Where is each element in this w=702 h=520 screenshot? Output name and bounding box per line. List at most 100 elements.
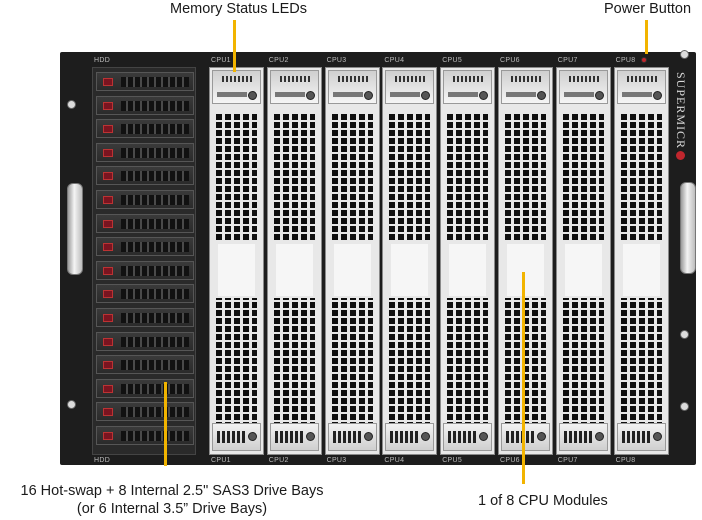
drive-status-led: [103, 266, 113, 275]
cpu-module[interactable]: [555, 67, 611, 455]
cpu-label-top: CPU2: [268, 57, 289, 64]
drive-bay[interactable]: [96, 166, 194, 186]
vent-grid-rows: [562, 112, 604, 240]
cpu-module-bottom-latch[interactable]: [501, 423, 550, 451]
cpu-module[interactable]: [498, 67, 553, 455]
latch-bar: [390, 92, 421, 97]
cpu-module-top-latch[interactable]: [501, 70, 550, 104]
vent-grid-rows: [389, 298, 431, 428]
latch-bar: [563, 92, 594, 97]
cpu-module-top-latch[interactable]: [616, 70, 666, 104]
drive-vent: [121, 77, 189, 87]
drive-bay[interactable]: [96, 308, 194, 327]
cpu-module-bottom-latch[interactable]: [558, 423, 608, 451]
drive-bay[interactable]: [96, 355, 194, 375]
mount-hole: [67, 400, 76, 409]
cpu-module[interactable]: [266, 67, 322, 455]
cpu-module-bottom-latch[interactable]: [443, 423, 493, 451]
drive-vent: [121, 218, 189, 229]
memory-status-leds: [453, 76, 484, 82]
cpu-module-top-latch[interactable]: [385, 70, 435, 104]
cpu-module[interactable]: [324, 67, 380, 455]
cpu-module[interactable]: [613, 67, 669, 455]
drive-vent: [121, 265, 189, 276]
left-handle: [67, 183, 83, 275]
drive-bays-label: 16 Hot-swap + 8 Internal 2.5" SAS3 Drive…: [2, 482, 342, 518]
drive-bays-label-line1: 16 Hot-swap + 8 Internal 2.5" SAS3 Drive…: [20, 483, 324, 499]
cpu-module-pull-area: [333, 244, 371, 296]
bottom-vent: [390, 431, 421, 443]
thumb-screw: [305, 432, 315, 441]
drive-bay[interactable]: [96, 119, 194, 139]
drive-status-led: [103, 78, 113, 86]
drive-bay[interactable]: [96, 72, 194, 91]
drive-bay[interactable]: [96, 331, 194, 351]
cpu-label-bottom: CPU5: [442, 457, 463, 464]
cpu-label-top: CPU3: [326, 57, 347, 64]
thumb-screw: [248, 91, 257, 100]
cpu-module-vent-grid: [331, 298, 373, 428]
cpu-module[interactable]: [382, 67, 438, 455]
vent-grid-rows: [505, 298, 546, 428]
drive-bay[interactable]: [96, 237, 194, 257]
drive-bay[interactable]: [96, 142, 194, 162]
cpu-module-vent-grid: [389, 112, 431, 240]
vent-grid-rows: [216, 112, 257, 240]
memory-status-leds: [511, 76, 541, 82]
cpu-module-pull-area: [218, 244, 255, 296]
cpu-module-bottom-latch[interactable]: [269, 423, 319, 451]
drive-bay[interactable]: [96, 426, 194, 445]
drive-vent: [121, 242, 189, 253]
drive-vent: [121, 171, 189, 182]
drive-bay[interactable]: [96, 378, 194, 398]
vent-grid-rows: [505, 112, 546, 240]
memory-status-leds: [568, 76, 599, 82]
cpu-module-bottom-latch[interactable]: [385, 423, 435, 451]
cpu-module[interactable]: [440, 67, 496, 455]
cpu-module-pull-area: [391, 244, 429, 296]
drive-bay[interactable]: [96, 95, 194, 115]
vent-grid-rows: [562, 298, 604, 428]
right-handle: [680, 182, 696, 274]
cpu-module-bottom-latch[interactable]: [616, 423, 666, 451]
cpu-label-top: CPU4: [384, 57, 405, 64]
drive-status-led: [103, 219, 113, 228]
memory-status-leds: [337, 76, 368, 82]
drive-bay[interactable]: [96, 402, 194, 422]
cpu-module-top-latch[interactable]: [558, 70, 608, 104]
cpu-module-top-latch[interactable]: [327, 70, 377, 104]
thumb-screw: [537, 432, 546, 441]
memory-status-leds: [222, 76, 252, 82]
drive-bay[interactable]: [96, 190, 194, 209]
drive-vent: [121, 313, 189, 323]
latch-bar: [332, 92, 363, 97]
vent-grid-rows: [620, 298, 662, 428]
cpu-modules-label: 1 of 8 CPU Modules: [478, 493, 608, 509]
vent-grid-rows: [447, 298, 489, 428]
cpu-module-top-latch[interactable]: [443, 70, 493, 104]
cpu-label-top: CPU1: [211, 57, 231, 64]
thumb-screw: [594, 432, 604, 441]
latch-bar: [448, 92, 479, 97]
cpu-module-bottom-latch[interactable]: [327, 423, 377, 451]
cpu-module-bottom-latch[interactable]: [212, 423, 261, 451]
thumb-screw: [652, 432, 662, 441]
mount-hole: [680, 50, 689, 59]
drive-bay[interactable]: [96, 284, 194, 304]
cpu-module-vent-grid: [273, 298, 315, 428]
power-button[interactable]: [641, 57, 647, 63]
cpu-module-top-latch[interactable]: [269, 70, 319, 104]
cpu-module-vent-grid: [273, 112, 315, 240]
cpu-module-vent-grid: [216, 112, 257, 240]
cpu-module-vent-grid: [505, 298, 546, 428]
drive-bay[interactable]: [96, 213, 194, 233]
bottom-vent: [563, 431, 594, 443]
cpu-label-bottom: CPU7: [557, 457, 578, 464]
cpu-module-top-latch[interactable]: [212, 70, 261, 104]
memory-status-leds-label: Memory Status LEDs: [170, 1, 307, 17]
cpu-label-top: CPU6: [500, 57, 520, 64]
cpu-label-bottom: CPU3: [326, 457, 347, 464]
drive-bay[interactable]: [96, 260, 194, 280]
thumb-screw: [421, 91, 431, 100]
cpu-module[interactable]: [209, 67, 264, 455]
